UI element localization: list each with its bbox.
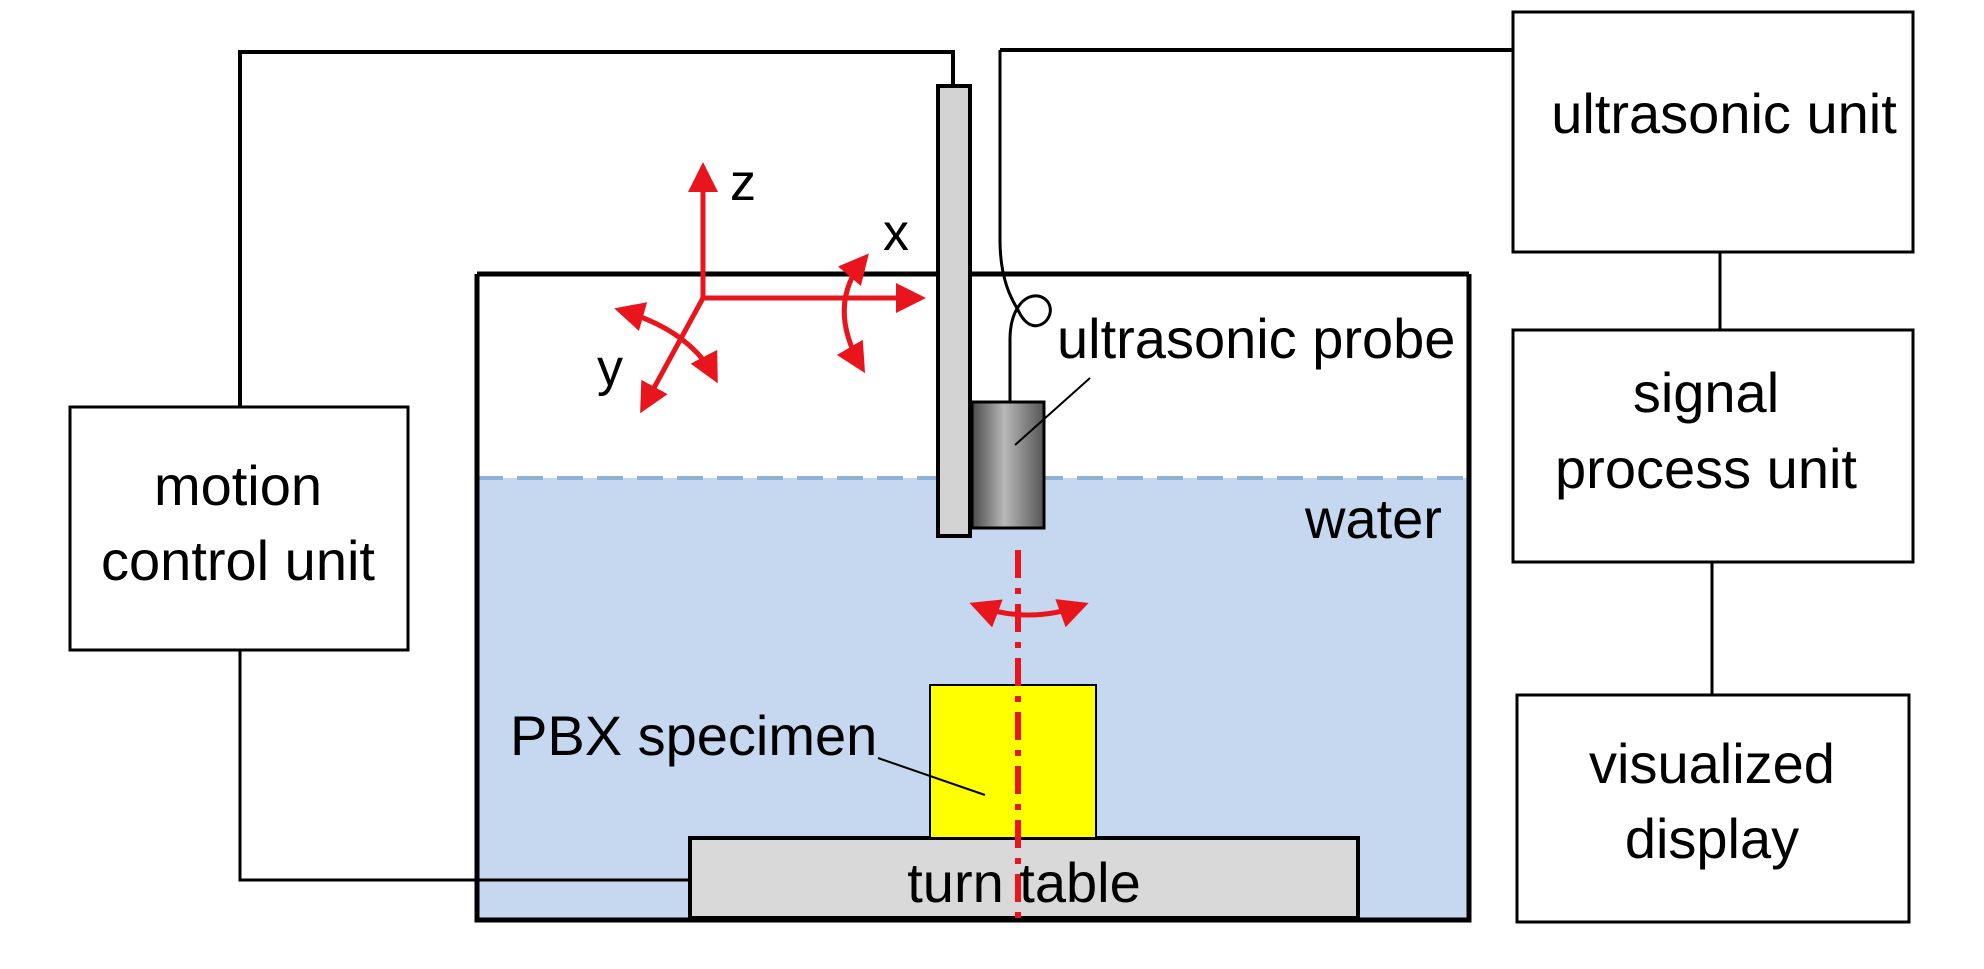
x-rotation-arrow — [836, 253, 869, 374]
y-axis-label: y — [597, 339, 623, 397]
motion-control-label-1: motion — [154, 454, 322, 517]
ultrasonic-unit-box — [1511, 10, 1915, 254]
specimen-leader-line — [877, 757, 986, 796]
visualized-display-box — [1515, 693, 1911, 924]
signal-process-unit-box — [1511, 328, 1915, 564]
wire-motion-to-rod — [238, 50, 955, 407]
motion-control-unit-box — [68, 405, 410, 652]
axis-group — [614, 162, 926, 414]
x-axis-label: x — [883, 204, 909, 262]
probe-cable — [998, 50, 1052, 402]
pbx-specimen-label: PBX specimen — [510, 704, 877, 767]
y-rotation-arrow — [614, 302, 718, 384]
z-axis-label: z — [730, 154, 756, 212]
ultrasonic-unit-label: ultrasonic unit — [1551, 82, 1897, 145]
signal-process-label-1: signal — [1633, 361, 1779, 424]
signal-process-label-2: process unit — [1555, 437, 1857, 500]
wire-motion-to-table — [238, 650, 690, 882]
water-label: water — [1304, 487, 1442, 550]
visualized-display-label-2: display — [1625, 807, 1799, 870]
visualized-display-label-1: visualized — [1589, 732, 1835, 795]
motion-control-label-2: control unit — [101, 529, 375, 592]
ultrasonic-probe-label: ultrasonic probe — [1057, 307, 1455, 370]
ultrasonic-probe — [970, 400, 1046, 530]
turn-table — [688, 836, 1360, 920]
probe-rod — [936, 84, 972, 538]
probe-leader-line — [1014, 377, 1091, 446]
turn-table-label: turn table — [907, 851, 1141, 914]
pbx-specimen — [929, 684, 1097, 839]
probe-rotation-arrow — [969, 599, 1089, 628]
